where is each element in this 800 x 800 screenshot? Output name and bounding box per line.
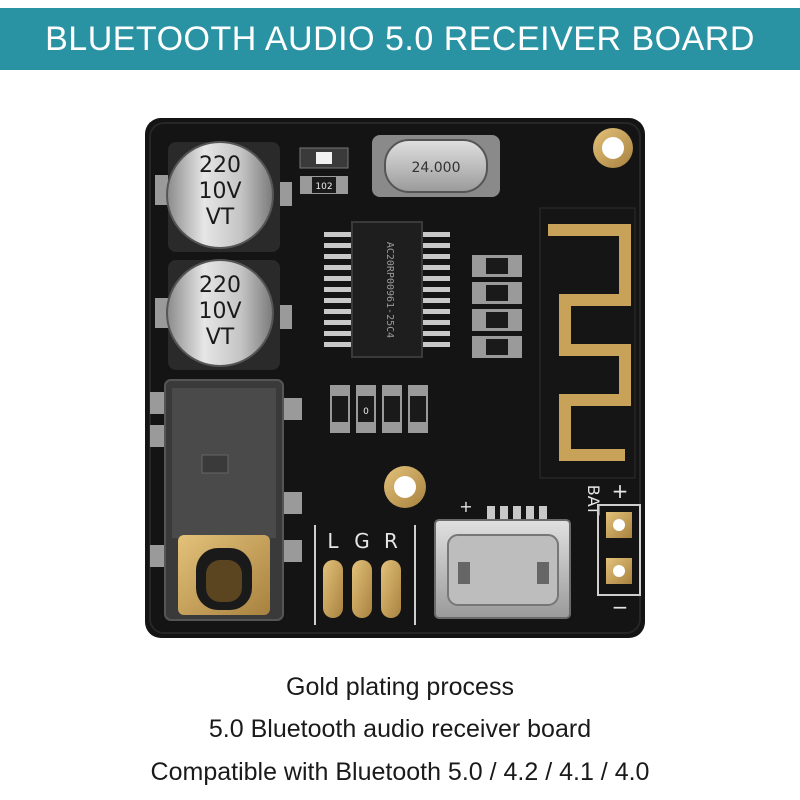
capacitor-top-voltage: 10V [198,179,241,204]
headphone-jack [150,379,302,621]
battery-terminal: BAT + − [584,479,641,619]
small-resistor-label: 0 [363,407,369,417]
resistor-102: 102 [300,176,348,194]
mounting-hole-top-right [593,128,633,168]
resistor-array-bottom: 0 [330,385,428,433]
led-component [299,147,349,169]
resistor-label: 102 [315,182,332,192]
mounting-hole-center [384,466,426,508]
capacitor-top-value: 220 [199,153,241,178]
audio-output-pads: L G R [314,525,416,625]
battery-label: BAT [584,485,603,516]
capacitor-top-code: VT [206,205,235,230]
capacitor-top: 220 10V VT [166,141,280,252]
pad-label-ground: G [354,529,370,553]
micro-usb-port: + [434,497,571,619]
caption-receiver-board: 5.0 Bluetooth audio receiver board [208,715,592,743]
capacitor-bottom-voltage: 10V [198,299,241,324]
pad-label-right: R [384,529,398,553]
crystal-label: 24.000 [412,160,461,176]
pcb-antenna [539,207,636,479]
bluetooth-chip: AC20RP00961-25C4 [324,221,450,358]
banner-title: BLUETOOTH AUDIO 5.0 RECEIVER BOARD [45,19,755,58]
crystal-oscillator: 24.000 [372,135,500,197]
capacitor-bottom: 220 10V VT [166,259,280,370]
caption-gold-plating: Gold plating process [286,673,514,701]
title-banner: BLUETOOTH AUDIO 5.0 RECEIVER BOARD [0,8,800,70]
battery-minus-label: − [612,595,629,619]
caption-compatibility: Compatible with Bluetooth 5.0 / 4.2 / 4.… [150,758,650,786]
usb-plus-label: + [459,497,472,516]
pad-label-left: L [327,529,339,553]
capacitor-bottom-code: VT [206,325,235,350]
chip-marking: AC20RP00961-25C4 [384,242,395,338]
capacitor-bottom-value: 220 [199,273,241,298]
battery-plus-label: + [612,479,629,503]
